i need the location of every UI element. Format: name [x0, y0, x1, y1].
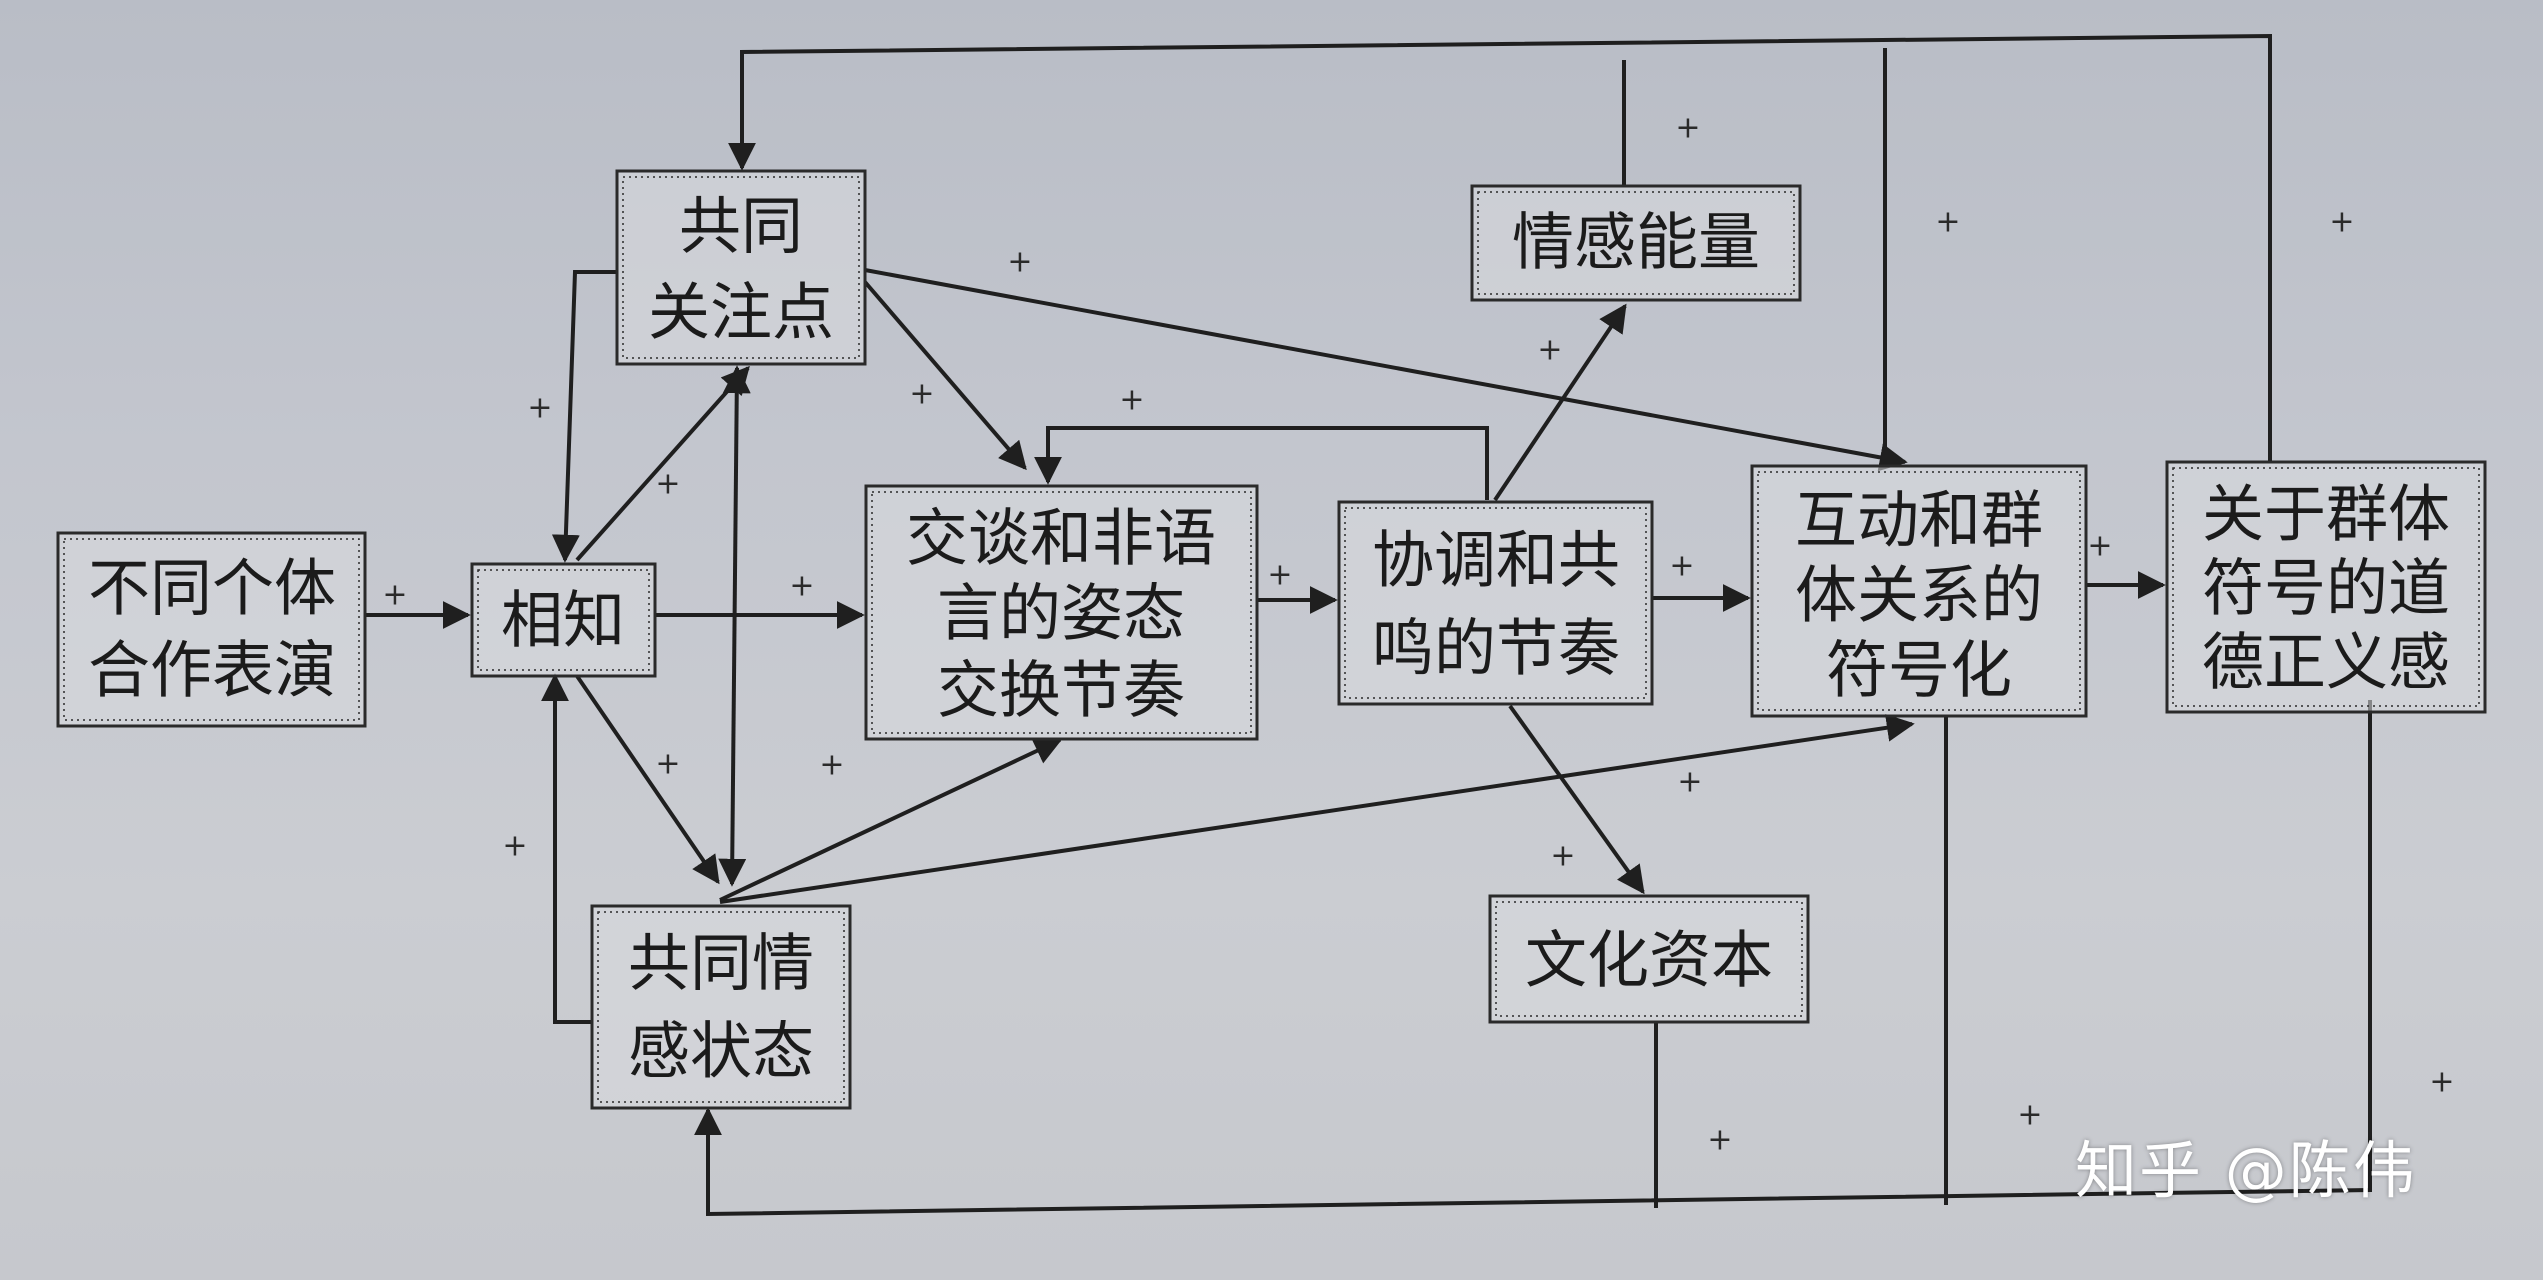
node-line: 德正义感: [2202, 626, 2450, 699]
node-line: 交换节奏: [937, 654, 1185, 727]
plus-sign: +: [1935, 205, 1960, 240]
node-cooperative-performance: 不同个体 合作表演: [56, 531, 367, 728]
node-emotional-energy: 情感能量: [1470, 184, 1802, 302]
plus-sign: +: [1537, 333, 1562, 368]
plus-sign: +: [1669, 549, 1694, 584]
node-line: 体关系的: [1795, 559, 2043, 632]
plus-sign: +: [1550, 839, 1575, 874]
plus-sign: +: [789, 569, 814, 604]
edge-shared-mood-to-awareness: [541, 673, 592, 1024]
node-rhythmic-entrainment: 协调和共 鸣的节奏: [1337, 500, 1654, 706]
node-line: 文化资本: [1525, 924, 1773, 997]
node-line: 感状态: [628, 1015, 814, 1088]
node-line: 情感能量: [1512, 206, 1760, 279]
edge-awareness-to-shared-focus: [575, 365, 750, 562]
edge-feedback-to-shared-focus: [728, 33, 2272, 462]
node-cultural-capital: 文化资本: [1488, 894, 1810, 1024]
plus-sign: +: [1707, 1123, 1732, 1158]
edge-mood-focus-link: [718, 365, 751, 887]
plus-sign: +: [1267, 558, 1292, 593]
node-line: 关于群体: [2202, 478, 2450, 551]
plus-sign: +: [655, 467, 680, 502]
edge-entrainment-loop: [1034, 426, 1489, 500]
node-line: 鸣的节奏: [1372, 612, 1620, 685]
plus-sign: +: [527, 391, 552, 426]
edge-shared-mood-to-symbolization: [719, 713, 1915, 904]
plus-sign-layer: + + + + + + + + + + + + + + + + + + + + …: [382, 111, 2454, 1158]
edge-feedback-to-shared-mood: [694, 700, 2372, 1217]
node-line: 符号的道: [2202, 552, 2450, 625]
node-line: 关注点: [648, 276, 834, 349]
plus-sign: +: [819, 748, 844, 783]
node-line: 言的姿态: [937, 577, 1185, 650]
plus-sign: +: [2329, 205, 2354, 240]
plus-sign: +: [655, 747, 680, 782]
node-line: 不同个体: [88, 552, 336, 625]
plus-sign: +: [909, 377, 934, 412]
node-line: 共同情: [628, 927, 814, 1000]
node-rhythmic-exchange: 交谈和非语 言的姿态 交换节奏: [864, 484, 1259, 741]
edge-awareness-to-shared-mood: [575, 674, 720, 885]
edge-shared-focus-to-symbolization: [864, 268, 1908, 472]
node-line: 交谈和非语: [906, 502, 1216, 575]
node-mutual-awareness: 相知: [470, 562, 657, 678]
node-line: 符号化: [1826, 634, 2012, 707]
node-line: 互动和群: [1795, 484, 2043, 557]
node-shared-focus: 共同 关注点: [615, 169, 867, 366]
plus-sign: +: [2087, 529, 2112, 564]
plus-sign: +: [1007, 245, 1032, 280]
node-line: 相知: [501, 584, 625, 657]
node-line: 共同: [679, 190, 803, 263]
edge-shared-focus-to-exchange: [863, 280, 1027, 471]
plus-sign: +: [1675, 111, 1700, 146]
plus-sign: +: [502, 829, 527, 864]
node-symbolization: 互动和群 体关系的 符号化: [1750, 464, 2088, 718]
edge-shared-mood-to-exchange: [719, 738, 1063, 902]
node-moral-righteousness: 关于群体 符号的道 德正义感: [2165, 460, 2487, 714]
plus-sign: +: [2017, 1098, 2042, 1133]
node-layer: 不同个体 合作表演 相知 共同 关注点 共同情 感状态 交谈和非语 言的姿态 交…: [56, 169, 2487, 1110]
plus-sign: +: [1119, 383, 1144, 418]
plus-sign: +: [1677, 765, 1702, 800]
plus-sign: +: [2429, 1065, 2454, 1100]
plus-sign: +: [382, 578, 407, 613]
node-line: 协调和共: [1372, 524, 1620, 597]
node-shared-mood: 共同情 感状态: [590, 904, 852, 1110]
edge-entrainment-to-capital: [1508, 704, 1645, 895]
edge-layer: [365, 33, 2372, 1217]
node-line: 合作表演: [88, 634, 336, 707]
edge-entrainment-to-energy: [1493, 303, 1627, 502]
watermark: 知乎 @陈伟: [2075, 1134, 2417, 1207]
edge-shared-focus-to-awareness: [551, 270, 617, 563]
